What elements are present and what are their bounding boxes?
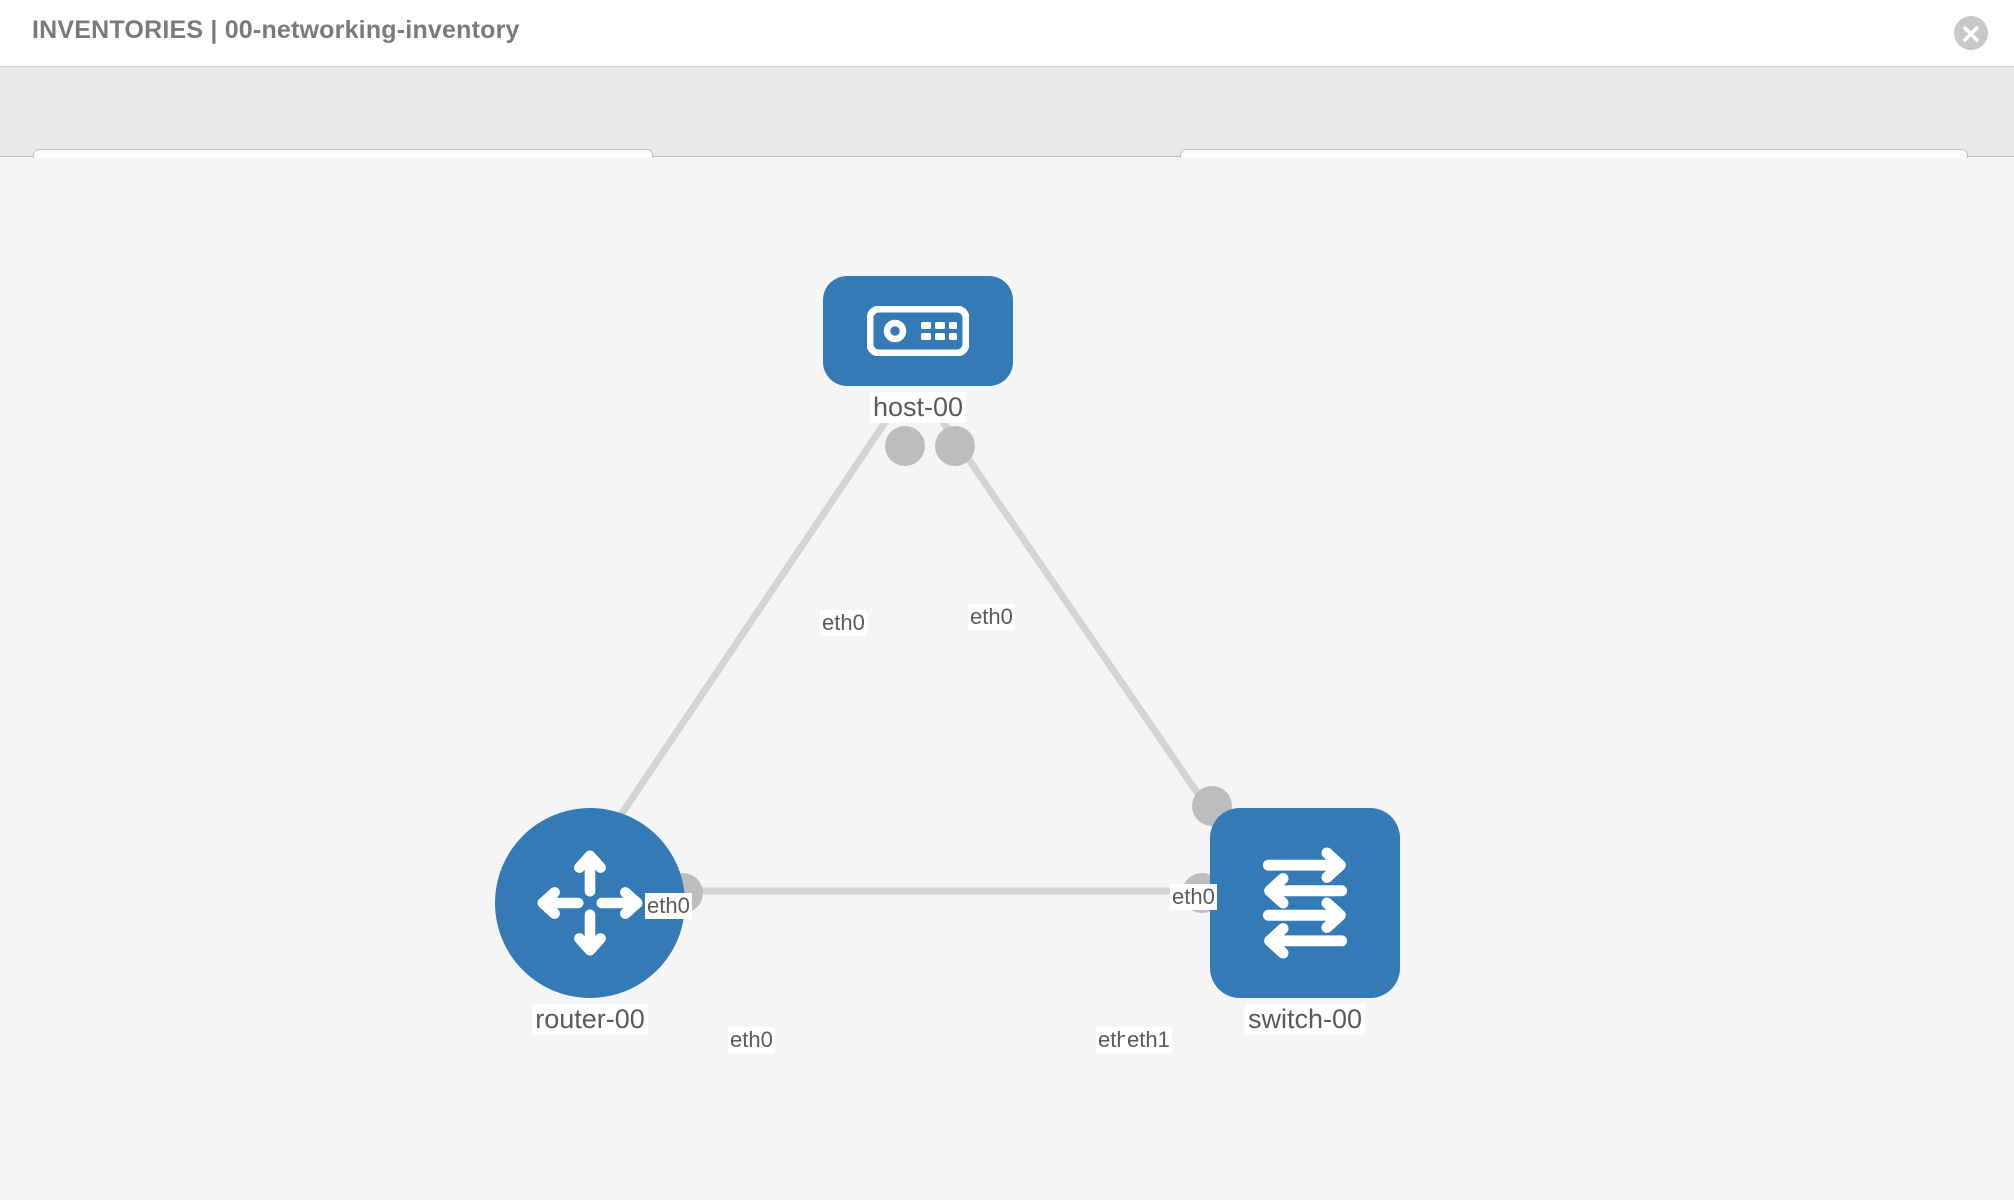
edge-label-host-left: eth0 (820, 610, 867, 636)
link-host-router (588, 399, 902, 862)
topology-node-host-00[interactable]: host-00 (823, 276, 1013, 466)
node-label-host-00: host-00 (869, 392, 967, 423)
edge-label-router-up: eth0 (645, 893, 692, 919)
node-label-switch-00: switch-00 (1244, 1004, 1366, 1035)
topology-links (588, 399, 1246, 895)
link-host-switch (926, 399, 1246, 862)
node-label-router-00: router-00 (532, 1004, 648, 1035)
switch-arrows-icon (1262, 847, 1348, 959)
edge-label-switch-left-front: eth1 (1125, 1027, 1172, 1053)
port-host-right[interactable] (935, 426, 975, 466)
topology-canvas[interactable]: host-00 eth0 eth0 router-00 eth0 eth0 (0, 158, 2014, 1200)
close-icon[interactable] (1954, 16, 1988, 50)
port-host-left[interactable] (885, 426, 925, 466)
toolbar: ACTIONS SEARCH (0, 67, 2014, 199)
server-icon (867, 306, 969, 356)
edge-label-switch-up: eth0 (1170, 884, 1217, 910)
router-arrows-icon (537, 850, 643, 956)
host-node-shape (823, 276, 1013, 386)
edge-label-router-right: eth0 (728, 1027, 775, 1053)
topology-node-switch-00[interactable]: switch-00 (1182, 786, 1400, 1035)
switch-node-shape (1210, 808, 1400, 998)
page-title: INVENTORIES | 00-networking-inventory (32, 16, 520, 44)
page-header: INVENTORIES | 00-networking-inventory (0, 0, 2014, 67)
edge-label-host-right: eth0 (968, 604, 1015, 630)
